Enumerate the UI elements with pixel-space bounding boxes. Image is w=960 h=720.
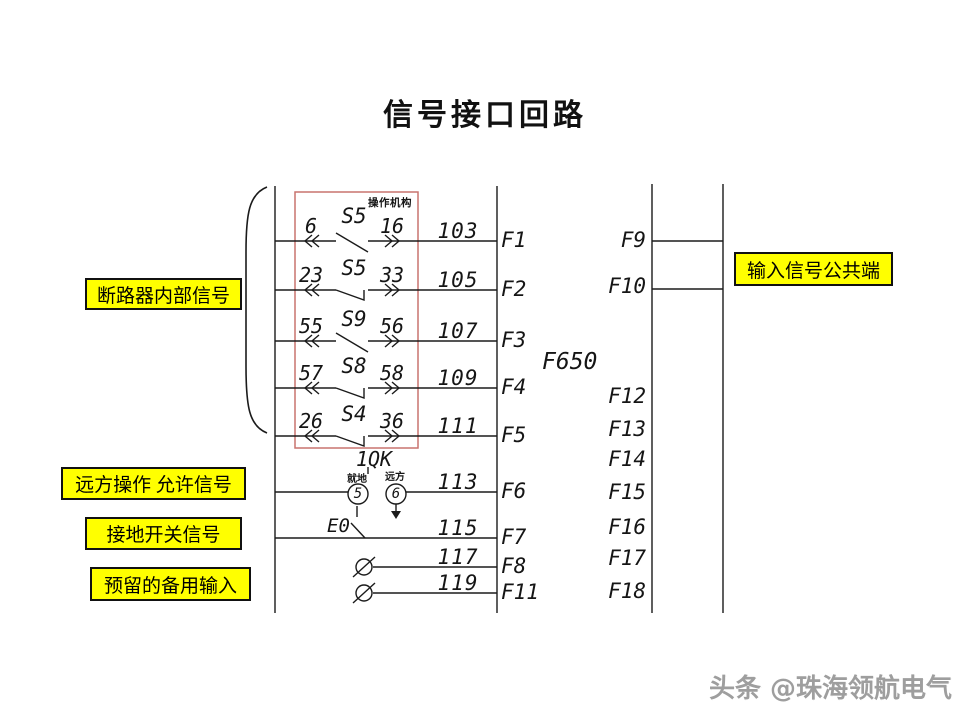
- terminal-number: 55: [298, 314, 324, 338]
- no-connection-slash: [352, 556, 376, 578]
- switch-name: S5: [341, 204, 367, 228]
- switch-blade-row-1: [335, 232, 369, 253]
- right-chevron-icon: [384, 283, 401, 297]
- switch-name: S9: [341, 307, 367, 331]
- watermark: 头条 @珠海领航电气: [708, 674, 952, 704]
- spare-input-label: F15: [608, 480, 646, 504]
- switch-blade-row-5: [335, 435, 365, 447]
- left-chevron-icon: [303, 381, 320, 395]
- input-label: F4: [501, 375, 527, 399]
- common-input-label: F9: [620, 228, 646, 252]
- selector-local-label: 就地: [347, 474, 367, 485]
- earth-switch-blade: [350, 522, 366, 539]
- input-label: F5: [501, 423, 527, 447]
- spare-input-label: F13: [608, 417, 646, 441]
- right-chevron-icon: [384, 334, 401, 348]
- label-breaker-internal-signals: 断路器内部信号: [85, 278, 242, 310]
- left-chevron-icon: [303, 234, 320, 248]
- terminal-number: 6: [304, 214, 318, 238]
- switch-name: S5: [341, 256, 367, 280]
- wire-number: 105: [437, 268, 479, 292]
- terminal-number: 36: [379, 409, 405, 433]
- wire-number: 111: [437, 414, 479, 438]
- input-label: F1: [501, 228, 527, 252]
- input-label: F2: [501, 277, 527, 301]
- input-label: F6: [501, 479, 527, 503]
- page-title: 信号接口回路: [383, 99, 587, 132]
- label-input-signal-common-terminal: 输入信号公共端: [734, 252, 893, 286]
- input-label: F7: [501, 525, 527, 549]
- switch-blade-row-4: [335, 387, 365, 399]
- right-chevron-icon: [384, 429, 401, 443]
- switch-blade-row-3: [335, 332, 369, 353]
- spare-input-label: F16: [608, 515, 646, 539]
- label-remote-operation-permit: 远方操作 允许信号: [61, 467, 246, 500]
- wire-number: 115: [437, 516, 479, 540]
- terminal-number: 26: [298, 409, 324, 433]
- wire-number: 117: [437, 545, 479, 569]
- selector-name: 1QK: [355, 447, 393, 471]
- left-chevron-icon: [303, 334, 320, 348]
- earth-switch-label: E0: [327, 515, 350, 537]
- brace-breaker-signals: [245, 186, 268, 434]
- spare-input-label: F18: [608, 579, 646, 603]
- terminal-number: 56: [379, 314, 405, 338]
- terminal-number: 57: [298, 361, 324, 385]
- terminal-number: 23: [298, 263, 324, 287]
- spare-input-label: F17: [608, 546, 646, 570]
- wire-number: 113: [437, 470, 479, 494]
- left-chevron-icon: [303, 283, 320, 297]
- terminal-number: 58: [379, 361, 405, 385]
- wire-number: 103: [437, 219, 479, 243]
- terminal-number: 16: [379, 214, 405, 238]
- selector-remote-label: 远方: [385, 472, 405, 483]
- label-reserved-spare-input: 预留的备用输入: [90, 567, 251, 601]
- selector-contact-number: 6: [391, 486, 401, 502]
- common-input-label: F10: [608, 274, 646, 298]
- spare-input-label: F14: [608, 447, 646, 471]
- wire-number: 109: [437, 366, 479, 390]
- switch-name: S4: [341, 402, 367, 426]
- switch-annotation-box: [294, 191, 419, 449]
- down-arrow-icon: [391, 511, 401, 519]
- left-chevron-icon: [303, 429, 320, 443]
- spare-input-label: F12: [608, 384, 646, 408]
- input-label: F8: [501, 554, 527, 578]
- label-ground-switch-signal: 接地开关信号: [85, 517, 242, 550]
- selector-contact-number: 5: [353, 486, 363, 502]
- wire-number: 119: [437, 571, 479, 595]
- right-chevron-icon: [384, 234, 401, 248]
- mechanism-label: 操作机构: [368, 197, 412, 209]
- terminal-number: 33: [379, 263, 405, 287]
- right-chevron-icon: [384, 381, 401, 395]
- wire-number: 107: [437, 319, 479, 343]
- no-connection-slash: [352, 582, 376, 604]
- input-label: F11: [501, 580, 539, 604]
- input-label: F3: [501, 328, 527, 352]
- switch-blade-row-2: [335, 289, 365, 301]
- device-label: F650: [542, 349, 598, 375]
- switch-name: S8: [341, 354, 367, 378]
- selector-contact-local: [347, 483, 369, 505]
